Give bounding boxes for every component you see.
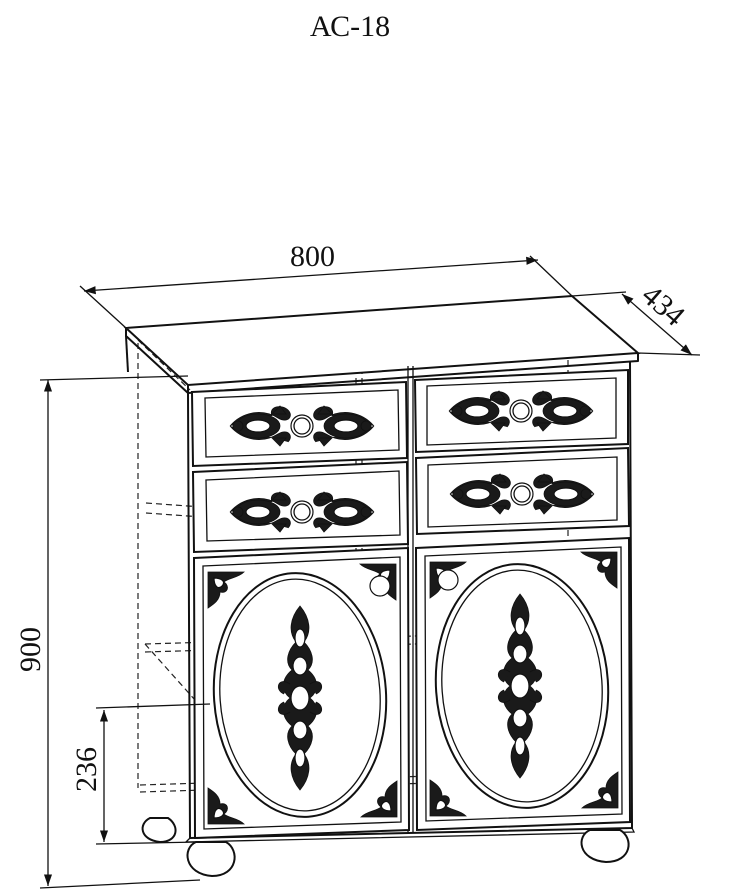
drawer-bottom-left[interactable]: [191, 460, 410, 554]
door-left-knob-icon: [369, 575, 391, 597]
dimension-depth-label: 434: [635, 278, 691, 332]
dimension-height: 900: [14, 375, 201, 889]
dimension-shelf-label: 236: [70, 747, 103, 792]
cabinet-feet: [141, 817, 630, 878]
dimension-width: 800: [79, 240, 573, 329]
drawer-bottom-right[interactable]: [414, 446, 631, 536]
dimension-height-label: 900: [14, 627, 47, 672]
door-right[interactable]: [414, 536, 632, 832]
door-right-knob-icon: [437, 569, 459, 591]
drawer-top-left[interactable]: [190, 380, 409, 468]
drawing-title: АС-18: [309, 10, 391, 43]
dimension-width-label: 800: [290, 240, 335, 273]
drawer-top-right[interactable]: [413, 368, 629, 454]
door-left[interactable]: [192, 546, 411, 840]
dimension-shelf: 236: [70, 703, 211, 845]
